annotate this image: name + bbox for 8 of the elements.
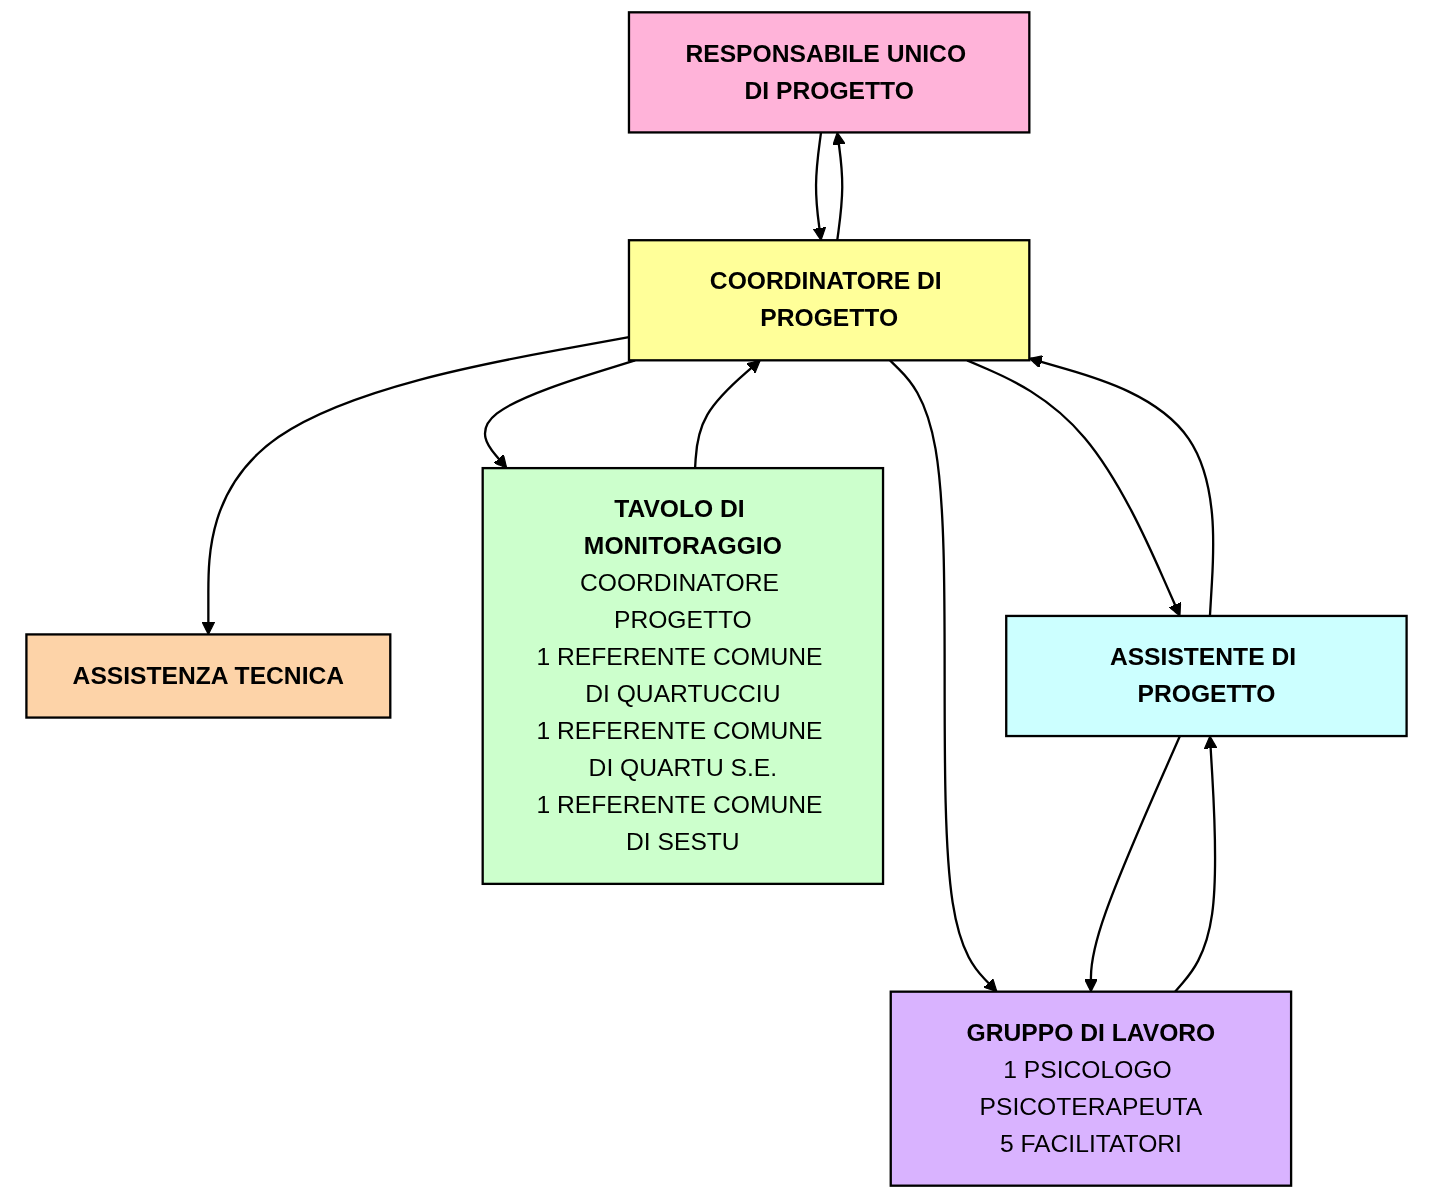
node-box: COORDINATORE DI PROGETTO — [627, 239, 1031, 362]
node-box: TAVOLO DI MONITORAGGIO COORDINATORE PROGETTO 1 REFERENTE COMUNE DI QUARTUCCIU 1 REFERENTE COMUNE DI QUARTU S.E. 1 REFERENTE COMUNE DI SESTU — [481, 466, 885, 886]
node-box: RESPONSABILE UNICO DI PROGETTO — [627, 11, 1031, 134]
node-box: GRUPPO DI LAVORO 1 PSICOLOGO PSICOTERAPEUTA 5 FACILITATORI — [889, 990, 1293, 1187]
node-box: ASSISTENTE DI PROGETTO — [1005, 614, 1408, 738]
arrow — [812, 132, 827, 241]
node-box: ASSISTENZA TECNICA — [25, 633, 392, 719]
arrow — [1028, 355, 1215, 616]
